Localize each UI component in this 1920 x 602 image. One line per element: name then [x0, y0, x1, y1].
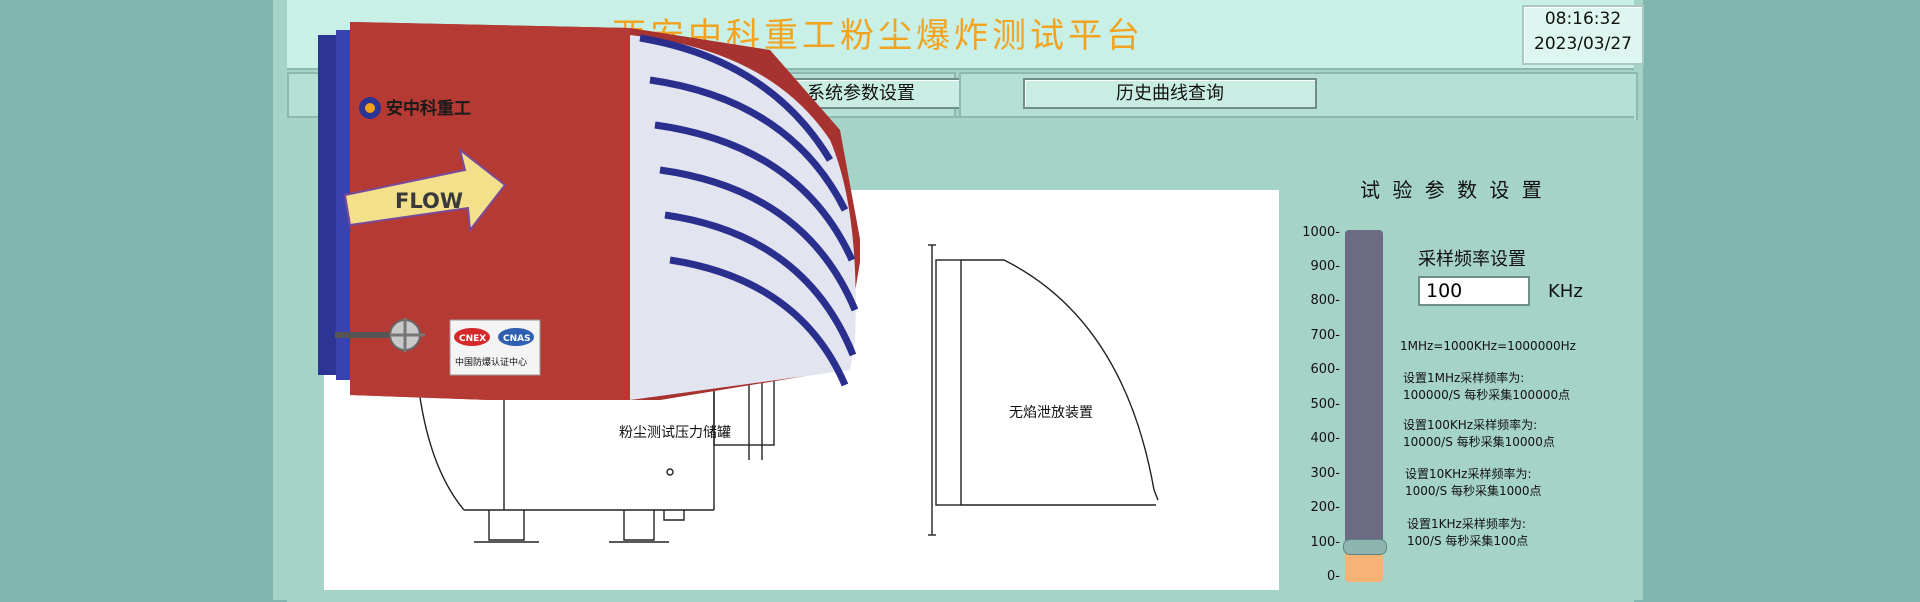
note-10khz-title: 设置10KHz采样频率为:	[1405, 467, 1532, 481]
sampling-slider-thumb[interactable]	[1343, 539, 1387, 555]
sampling-rate-label: 采样频率设置	[1418, 249, 1526, 270]
scale-tick: 600-	[1310, 362, 1340, 377]
clock-date: 2023/03/27	[1534, 34, 1632, 54]
cert-cnas: CNAS	[503, 334, 531, 344]
scale-tick: 100-	[1310, 535, 1340, 550]
conversion-note: 1MHz=1000KHz=1000000Hz	[1400, 339, 1576, 353]
explosion-vent-illustration: 安中科重工 FLOW CNEX CNAS 中国防爆认证中心	[318, 22, 862, 405]
scale-tick: 0-	[1327, 569, 1340, 584]
note-1mhz-detail: 100000/S 每秒采集100000点	[1403, 388, 1571, 402]
brand-text: 安中科重工	[386, 98, 471, 119]
note-1mhz-title: 设置1MHz采样频率为:	[1403, 371, 1525, 385]
sampling-rate-input[interactable]	[1418, 276, 1530, 306]
clock-time: 08:16:32	[1544, 9, 1622, 29]
note-10khz-detail: 1000/S 每秒采集1000点	[1405, 484, 1542, 498]
tab-history-curves-button[interactable]: 历史曲线查询	[1023, 78, 1317, 109]
note-100khz-detail: 10000/S 每秒采集10000点	[1403, 435, 1555, 449]
params-title: 试 验 参 数 设 置	[1360, 178, 1545, 202]
cert-caption: 中国防爆认证中心	[455, 356, 527, 368]
tab-history-curves[interactable]: 历史曲线查询	[959, 72, 1638, 120]
note-1khz-title: 设置1KHz采样频率为:	[1407, 517, 1526, 531]
note-100khz-title: 设置100KHz采样频率为:	[1403, 418, 1538, 432]
sampling-rate-unit: KHz	[1548, 281, 1583, 302]
vent-device-label: 无焰泄放装置	[1009, 405, 1093, 421]
clock-display: 08:16:32 2023/03/27	[1522, 5, 1644, 65]
scale-tick: 900-	[1310, 259, 1340, 274]
scale-tick: 1000-	[1302, 225, 1340, 240]
scale-tick: 300-	[1310, 466, 1340, 481]
scale-tick: 400-	[1310, 431, 1340, 446]
cert-cnex: CNEX	[459, 334, 486, 344]
scale-tick: 200-	[1310, 500, 1340, 515]
scale-tick: 800-	[1310, 293, 1340, 308]
tank-label: 粉尘测试压力储罐	[619, 425, 731, 441]
sampling-slider-track[interactable]	[1345, 230, 1383, 582]
scale-tick: 700-	[1310, 328, 1340, 343]
note-1khz-detail: 100/S 每秒采集100点	[1407, 534, 1529, 548]
scale-tick: 500-	[1310, 397, 1340, 412]
product-image: 安中科重工 FLOW CNEX CNAS 中国防爆认证中心	[300, 10, 862, 405]
flow-text: FLOW	[395, 189, 463, 213]
